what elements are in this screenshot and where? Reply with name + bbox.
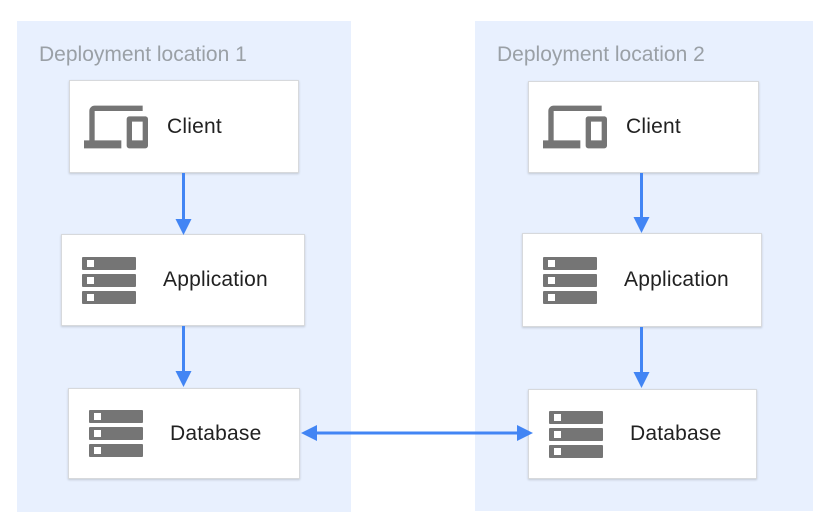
server-stack-icon xyxy=(549,410,603,458)
node-label: Database xyxy=(630,422,722,445)
panel-title-2: Deployment location 2 xyxy=(497,43,705,66)
server-stack-icon xyxy=(543,256,597,304)
node-client-1: Client xyxy=(69,80,299,173)
node-label: Database xyxy=(170,421,262,445)
server-stack-icon xyxy=(89,410,143,457)
node-database-1: Database xyxy=(68,388,300,479)
node-application-2: Application xyxy=(522,233,762,327)
node-label: Client xyxy=(626,115,681,138)
devices-icon xyxy=(84,95,148,159)
server-stack-icon xyxy=(82,256,136,304)
node-label: Application xyxy=(624,268,729,291)
node-label: Application xyxy=(163,268,268,291)
node-database-2: Database xyxy=(528,389,757,479)
node-client-2: Client xyxy=(528,81,759,173)
panel-title-1: Deployment location 1 xyxy=(39,43,247,66)
node-application-1: Application xyxy=(61,234,305,326)
devices-icon xyxy=(543,95,607,159)
node-label: Client xyxy=(167,114,222,138)
